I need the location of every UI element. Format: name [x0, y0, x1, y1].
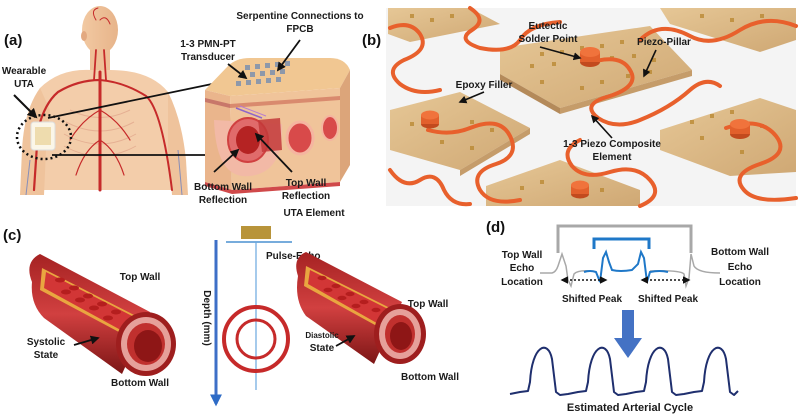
label-piezo-pillar: Piezo-Pillar [637, 37, 691, 48]
label-bottom-wall-right: Bottom Wall [401, 372, 459, 383]
arrow-epoxy-filler [458, 91, 485, 104]
label-wearable-2: UTA [14, 79, 34, 90]
panel-a-tag: (a) [4, 32, 22, 49]
label-diastolic-2: State [310, 343, 335, 354]
label-bottom-echo-1: Bottom Wall [711, 247, 769, 258]
label-top-echo-3: Location [501, 277, 543, 288]
label-bottom-wall-2: Reflection [199, 195, 247, 206]
label-eutectic-2: Solder Point [519, 34, 579, 45]
label-epoxy-filler: Epoxy Filler [456, 80, 513, 91]
label-shifted-peak-left: Shifted Peak [562, 294, 622, 305]
label-bottom-echo-3: Location [719, 277, 761, 288]
label-bottom-wall-1: Bottom Wall [194, 182, 252, 193]
label-serpentine-1: Serpentine Connections to [236, 11, 363, 22]
connector-line-top [47, 83, 213, 119]
panel-c-tag: (c) [3, 227, 21, 244]
echo-trace-blue [583, 249, 669, 283]
label-top-echo-2: Echo [510, 263, 534, 274]
eutectic-solder-points [421, 47, 750, 199]
label-top-echo-1: Top Wall [502, 250, 543, 261]
transducer-element [241, 226, 271, 239]
outer-bracket-gray [556, 224, 693, 253]
label-top-wall-2: Reflection [282, 191, 330, 202]
panel-b-tag: (b) [362, 32, 381, 49]
inner-bracket-blue [592, 237, 651, 249]
label-systolic-2: State [34, 350, 59, 361]
label-bottom-wall-left: Bottom Wall [111, 378, 169, 389]
panel-d-tag: (d) [486, 219, 505, 236]
artery-tube-systolic [29, 254, 176, 376]
wearable-uta-patch [15, 113, 73, 161]
tissue-block-illustration [205, 58, 350, 194]
arrow-serpentine [276, 39, 301, 72]
label-transducer-1: 1-3 PMN-PT [180, 39, 236, 50]
label-pulse-echo: Pulse-Echo [266, 251, 320, 262]
panel-c: (c) Top Wall Systolic State Bottom Wall … [3, 226, 459, 407]
artery-tube-diastolic [296, 252, 426, 364]
label-transducer-2: Transducer [181, 52, 235, 63]
arrow-transducer [227, 63, 248, 80]
arrow-bottom-wall [213, 148, 240, 173]
artery-inner-wall-circle [235, 318, 277, 360]
label-eutectic-1: Eutectic [529, 21, 568, 32]
label-top-wall-left: Top Wall [120, 272, 161, 283]
label-serpentine-2: FPCB [286, 24, 313, 35]
label-systolic-1: Systolic [27, 337, 66, 348]
panel-b: (b) [362, 6, 798, 208]
arterial-cycle-waveform [509, 346, 739, 396]
label-depth-axis: Depth (mm) [201, 290, 212, 346]
arrow-piezo-pillar [643, 49, 657, 78]
label-composite-1: 1-3 Piezo Composite [563, 139, 661, 150]
label-estimated-cycle: Estimated Arterial Cycle [567, 402, 693, 414]
label-uta-element: UTA Element [283, 208, 345, 219]
arrow-eutectic [539, 46, 582, 61]
serpentine-wires [388, 6, 798, 208]
arrow-top-wall [254, 132, 293, 173]
label-top-wall-1: Top Wall [286, 178, 327, 189]
label-shifted-peak-right: Shifted Peak [638, 294, 698, 305]
arrow-composite [590, 114, 613, 139]
arrow-wearable [13, 94, 38, 119]
human-body-illustration [20, 6, 188, 196]
panel-d: (d) Top Wall Echo Location Bottom Wall E… [486, 219, 769, 414]
label-composite-2: Element [593, 152, 633, 163]
panel-a: (a) [2, 6, 364, 219]
label-diastolic-1: Diastolic [305, 331, 339, 340]
artery-outer-wall-circle [222, 305, 290, 373]
arrow-diastolic [335, 335, 356, 347]
label-top-wall-right: Top Wall [408, 299, 449, 310]
arrow-systolic [73, 335, 100, 346]
label-wearable-1: Wearable [2, 66, 47, 77]
piezo-pillar-grid [410, 14, 764, 192]
process-down-arrow [614, 310, 642, 358]
label-bottom-echo-2: Echo [728, 262, 752, 273]
